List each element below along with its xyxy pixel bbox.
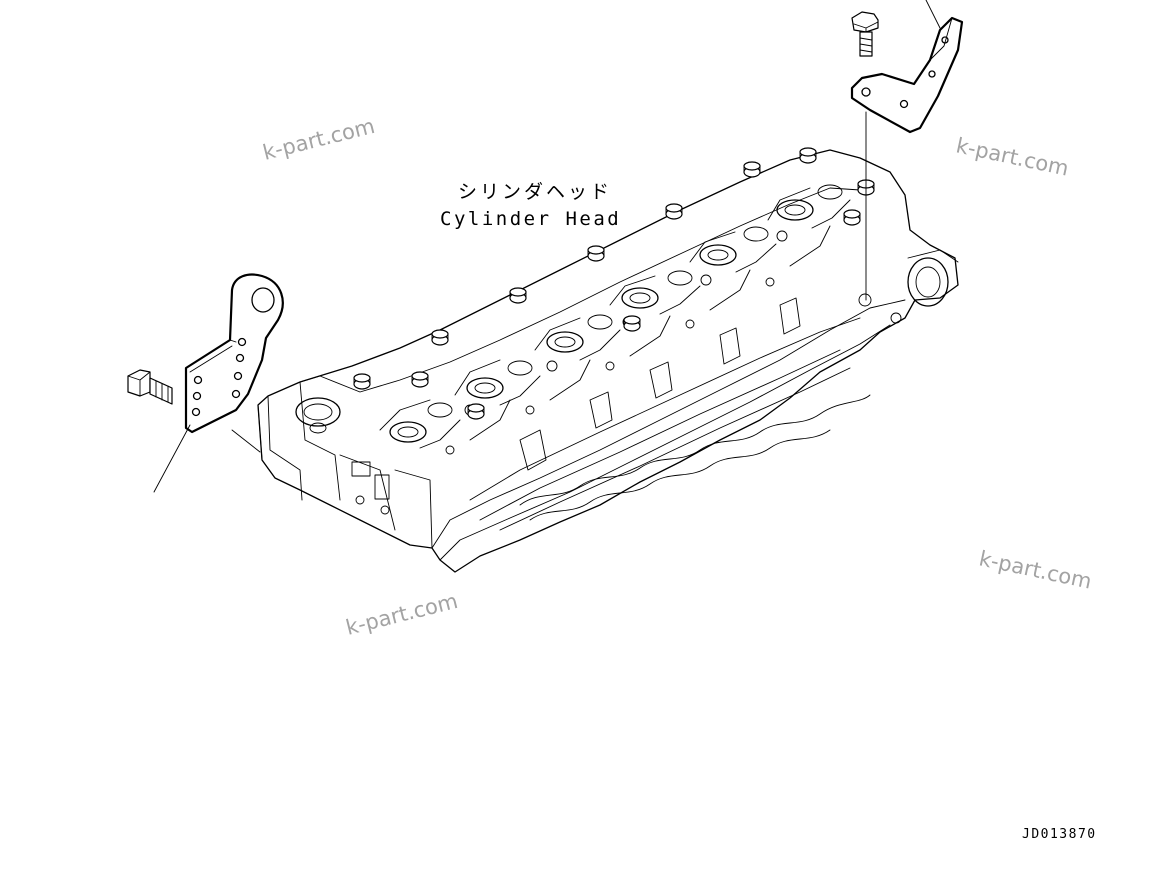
rear-bracket-bolt xyxy=(851,11,879,57)
front-bracket-bolt xyxy=(127,369,173,405)
part-label-japanese: シリンダヘッド xyxy=(458,181,612,203)
watermark: k-part.com xyxy=(260,114,377,165)
part-label-english: Cylinder Head xyxy=(440,208,621,230)
valve-port xyxy=(621,287,659,309)
head-bolt xyxy=(411,371,429,388)
head-bolt xyxy=(665,203,683,220)
watermark: k-part.com xyxy=(977,546,1094,593)
watermark: k-part.com xyxy=(343,589,460,640)
valve-port xyxy=(776,199,814,221)
head-bolt xyxy=(623,315,641,332)
head-bolt xyxy=(353,373,371,390)
rear-lifting-bracket xyxy=(850,16,964,134)
head-bolt xyxy=(431,329,449,346)
valve-port xyxy=(699,244,737,266)
head-bolts xyxy=(353,147,875,420)
front-lifting-bracket xyxy=(184,273,284,434)
watermark: k-part.com xyxy=(954,133,1071,180)
valve-port xyxy=(466,377,504,399)
reference-code: JD013870 xyxy=(1022,827,1097,842)
rear-bracket-leader-line xyxy=(865,0,941,301)
front-bracket-leader-line xyxy=(153,424,261,493)
head-bolt xyxy=(509,287,527,304)
head-bolt xyxy=(587,245,605,262)
valve-port xyxy=(546,331,584,353)
cylinder-head xyxy=(257,149,959,573)
head-bolt xyxy=(467,403,485,420)
valve-area-detail xyxy=(379,184,851,455)
head-bolt xyxy=(743,161,761,178)
head-bolt xyxy=(843,209,861,226)
valve-port xyxy=(389,421,427,443)
head-bolt xyxy=(799,147,817,164)
